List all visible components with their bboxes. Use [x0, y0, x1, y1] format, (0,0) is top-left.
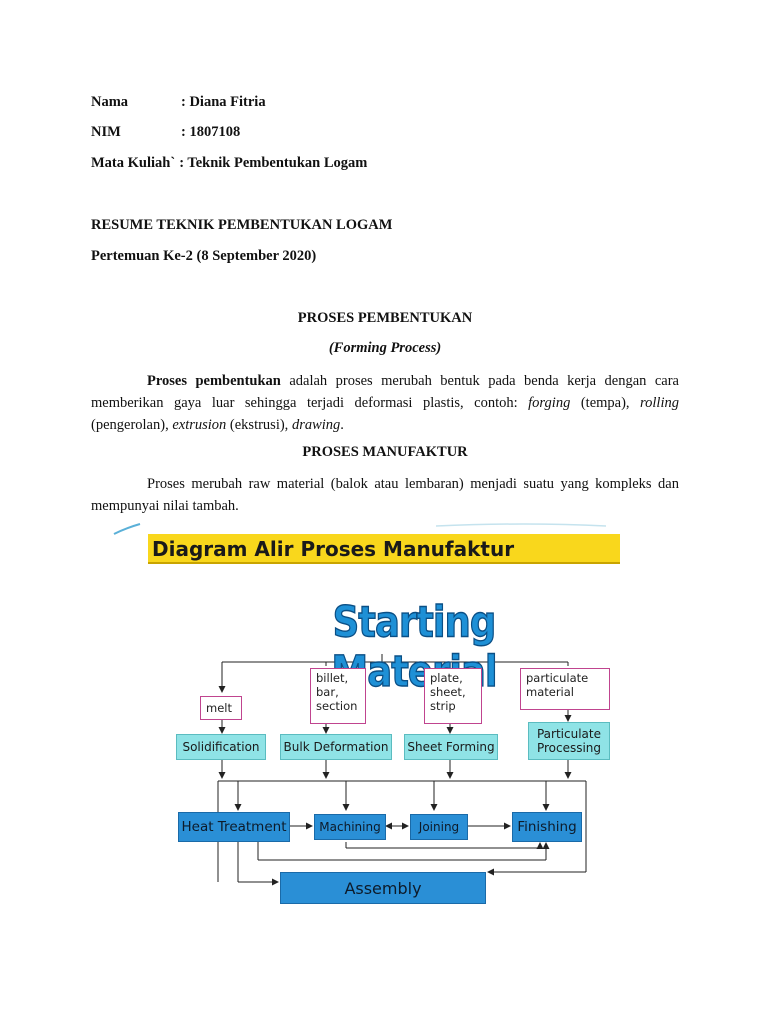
- para1-tempa: (tempa),: [570, 395, 641, 411]
- resume-title: RESUME TEKNIK PEMBENTUKAN LOGAM: [91, 217, 393, 233]
- input-particulate: particulate material: [520, 668, 610, 710]
- para1-line2: memberikan gaya luar sehingga terjadi de…: [91, 392, 679, 414]
- info-nim: NIM : 1807108: [91, 124, 240, 141]
- para2-text2: mempunyai nilai tambah.: [91, 498, 239, 514]
- box-machining: Machining: [314, 814, 386, 840]
- para2-text1: Proses merubah raw material (balok atau …: [147, 476, 679, 492]
- para1-text1: adalah proses merubah bentuk pada benda …: [280, 373, 679, 389]
- term-extrusion: extrusion: [172, 417, 227, 433]
- box-particulate-processing: Particulate Processing: [528, 722, 610, 760]
- para1-ekstrusi: (ekstrusi),: [226, 417, 292, 433]
- section1-subtitle: (Forming Process): [91, 340, 679, 357]
- box-joining: Joining: [410, 814, 468, 840]
- meeting-line: Pertemuan Ke-2 (8 September 2020): [91, 248, 317, 264]
- term-forging: forging: [528, 395, 571, 411]
- manufacturing-flow-diagram: Diagram Alir Proses Manufaktur Starting …: [106, 520, 658, 940]
- para1-text2: memberikan gaya luar sehingga terjadi de…: [91, 395, 529, 411]
- matkul-value: : Teknik Pembentukan Logam: [179, 155, 368, 171]
- box-sheet-forming: Sheet Forming: [404, 734, 498, 760]
- box-bulk-deformation: Bulk Deformation: [280, 734, 392, 760]
- box-heat-treatment: Heat Treatment: [178, 812, 290, 842]
- box-assembly: Assembly: [280, 872, 486, 904]
- info-nama: Nama : Diana Fitria: [91, 94, 266, 111]
- input-plate: plate, sheet, strip: [424, 668, 482, 724]
- section1-subtitle-text: (Forming Process): [328, 340, 442, 356]
- para1-period: .: [340, 417, 344, 433]
- input-melt: melt: [200, 696, 242, 720]
- para1-line3: (pengerolan), extrusion (ekstrusi), draw…: [91, 414, 679, 436]
- nama-label: Nama: [91, 94, 129, 110]
- matkul-label: Mata Kuliah`: [91, 155, 176, 171]
- section2-title: PROSES MANUFAKTUR: [302, 444, 468, 460]
- para1-pengerolan: (pengerolan),: [91, 417, 173, 433]
- nim-label: NIM: [91, 124, 121, 140]
- term-rolling: rolling: [640, 395, 679, 411]
- box-solidification: Solidification: [176, 734, 266, 760]
- input-billet: billet, bar, section: [310, 668, 366, 724]
- nama-value: : Diana Fitria: [181, 94, 266, 110]
- info-matkul: Mata Kuliah`: Teknik Pembentukan Logam: [91, 155, 367, 172]
- box-finishing: Finishing: [512, 812, 582, 842]
- diagram-title: Diagram Alir Proses Manufaktur: [148, 534, 620, 564]
- para1-bold: Proses pembentukan: [147, 373, 281, 389]
- para1-line1: Proses pembentukan adalah proses merubah…: [91, 370, 679, 392]
- para2-line1: Proses merubah raw material (balok atau …: [91, 473, 679, 495]
- section1-paragraph: Proses pembentukan adalah proses merubah…: [91, 370, 679, 436]
- diagram-connectors: [113, 523, 607, 886]
- nim-value: : 1807108: [181, 124, 241, 140]
- section2-paragraph: Proses merubah raw material (balok atau …: [91, 473, 679, 517]
- para2-line2: mempunyai nilai tambah.: [91, 495, 679, 517]
- term-drawing: drawing: [291, 417, 341, 433]
- section1-title: PROSES PEMBENTUKAN: [297, 310, 473, 326]
